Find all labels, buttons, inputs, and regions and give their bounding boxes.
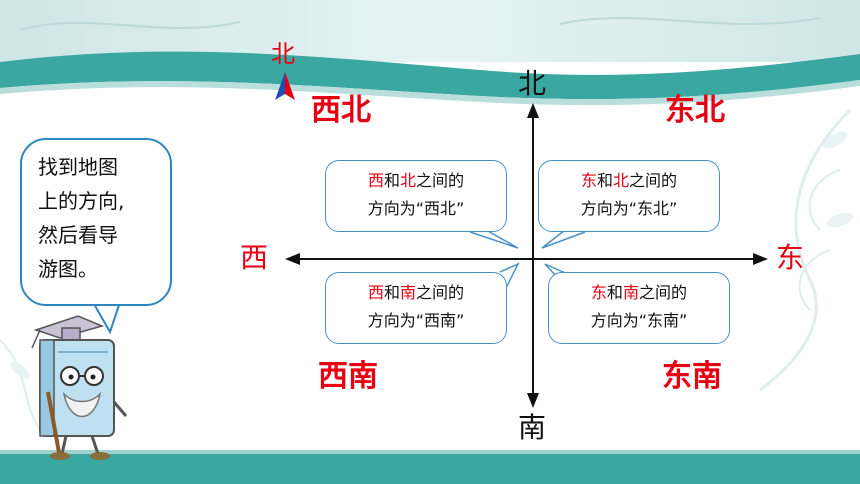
book-character-icon — [31, 315, 128, 460]
bubble-word-east: 东 — [580, 171, 597, 190]
axis-label-west: 西 — [240, 241, 269, 274]
bubble-northeast: 东和北之间的 方向为“东北” — [538, 160, 720, 232]
bubble-southeast: 东和南之间的 方向为“东南” — [548, 272, 730, 344]
bubble-line2: 方向为“东北” — [580, 199, 678, 218]
bubble-connector: 和 — [383, 171, 400, 190]
bubble-line1: 西和北之间的 — [326, 167, 506, 195]
bottom-banner — [0, 450, 860, 484]
bubble-rest: 之间的 — [416, 171, 465, 190]
quadrant-label-northeast: 东北 — [665, 93, 725, 128]
bubble-word-west: 西 — [367, 283, 384, 302]
bubble-connector: 和 — [606, 283, 623, 302]
speech-line: 然后看导 — [38, 223, 118, 247]
speech-line: 游图。 — [38, 257, 98, 281]
speech-tail — [93, 301, 121, 335]
bubble-line2: 方向为“西南” — [367, 311, 465, 330]
compass-north-label: 北 — [271, 40, 295, 68]
bubble-connector: 和 — [596, 171, 613, 190]
quadrant-label-northwest: 西北 — [311, 93, 371, 128]
axis-label-east: 东 — [776, 241, 805, 274]
speech-line: 找到地图 — [38, 155, 118, 179]
floral-decoration-left — [0, 339, 41, 431]
bubble-rest: 之间的 — [416, 283, 465, 302]
bubble-word-south: 南 — [400, 283, 417, 302]
bubble-word-north: 北 — [613, 171, 630, 190]
bubble-northwest: 西和北之间的 方向为“西北” — [325, 160, 507, 232]
bubble-rest: 之间的 — [639, 283, 688, 302]
floral-decoration-right — [759, 108, 854, 392]
bubble-word-west: 西 — [367, 171, 384, 190]
speech-line: 上的方向, — [38, 189, 125, 213]
north-arrow-icon — [275, 72, 295, 100]
bubble-line2: 方向为“东南” — [590, 311, 688, 330]
character-speech-bubble: 找到地图 上的方向, 然后看导 游图。 — [20, 138, 172, 306]
quadrant-label-southwest: 西南 — [318, 359, 378, 394]
bubble-line1: 西和南之间的 — [326, 279, 506, 307]
axis-label-north: 北 — [518, 67, 547, 100]
bubble-word-east: 东 — [590, 283, 607, 302]
bubble-southwest: 西和南之间的 方向为“西南” — [325, 272, 507, 344]
bubble-line1: 东和南之间的 — [549, 279, 729, 307]
axis-label-south: 南 — [518, 411, 547, 444]
quadrant-label-southeast: 东南 — [662, 359, 722, 394]
top-banner — [0, 0, 860, 106]
bubble-word-south: 南 — [623, 283, 640, 302]
bubble-word-north: 北 — [400, 171, 417, 190]
bubble-connector: 和 — [383, 283, 400, 302]
bubble-line1: 东和北之间的 — [539, 167, 719, 195]
bubble-rest: 之间的 — [629, 171, 678, 190]
bubble-line2: 方向为“西北” — [367, 199, 465, 218]
